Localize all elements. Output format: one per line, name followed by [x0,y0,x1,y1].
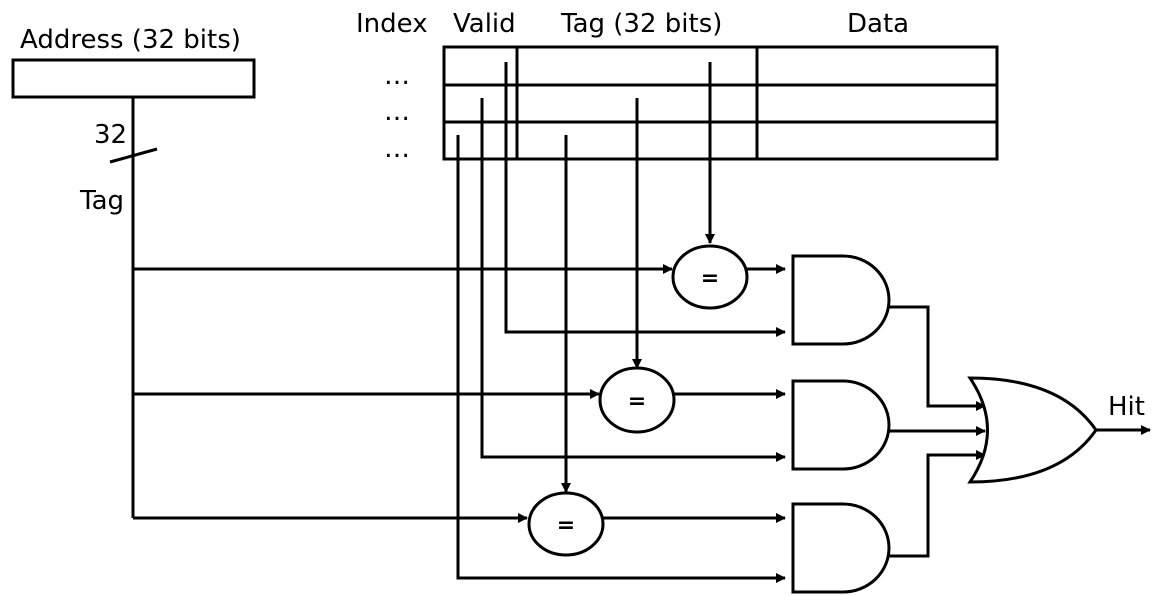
comparator-1: = [671,244,749,310]
and-out-wire-1 [889,305,986,411]
comparator-symbol: = [628,389,646,414]
index-row-2: … [384,97,410,127]
comparator-symbol: = [557,513,575,538]
index-header: Index [356,9,428,39]
valid-header: Valid [453,9,516,39]
comparator-shape [527,491,605,557]
index-row-1: … [384,61,410,91]
tag-header: Tag (32 bits) [560,9,722,39]
data-header: Data [847,9,909,39]
comparator-symbol: = [701,266,719,291]
or-gate [967,376,1098,484]
valid-wire-1 [504,62,786,337]
and-gate-1 [791,254,891,346]
cache-table-border [442,45,999,161]
index-row-3: … [384,134,410,164]
comparator-2: = [598,366,676,434]
tag-label: Tag [79,186,124,216]
comparator-shape [598,366,676,434]
valid-wire-2 [480,98,786,462]
comparator-3: = [527,491,605,557]
address-register [11,58,256,99]
address-label: Address (32 bits) [20,25,241,55]
and-gate-3 [791,502,891,594]
and-gate-2 [791,379,891,471]
bus-width-slash [109,147,158,164]
hit-label: Hit [1108,392,1145,422]
valid-wire-3 [456,135,786,583]
cache-table [442,45,999,161]
bus-width-label: 32 [94,120,127,150]
and-out-wire-3 [889,450,986,558]
comparator-shape [671,244,749,310]
